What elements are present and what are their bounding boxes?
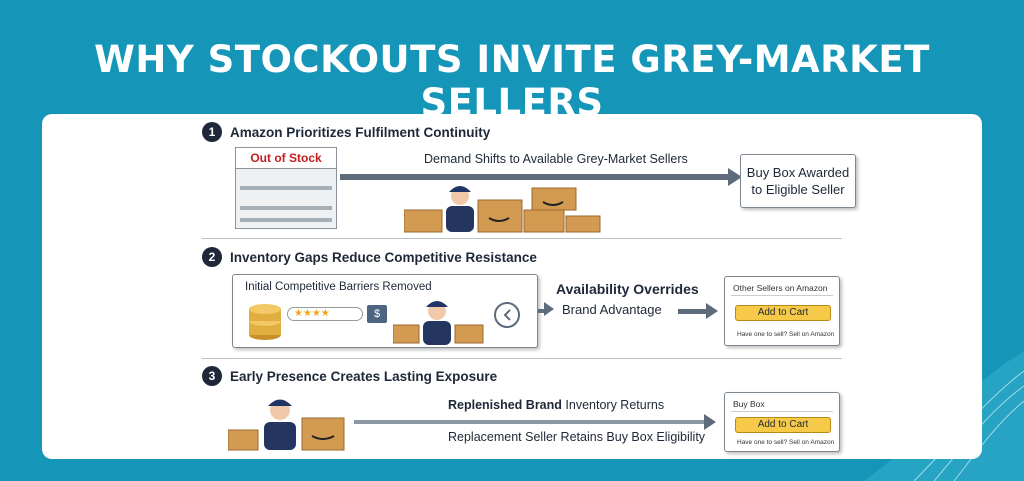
step-3-title: Early Presence Creates Lasting Exposure [230, 368, 498, 384]
step-2-heading: 2 Inventory Gaps Reduce Competitive Resi… [202, 247, 537, 267]
step-1-heading: 1 Amazon Prioritizes Fulfilment Continui… [202, 122, 490, 142]
page-title: WHY STOCKOUTS INVITE GREY-MARKET SELLERS [94, 38, 930, 124]
connector-arrow-a [538, 309, 546, 313]
rating-stars: ★★★★ [294, 308, 330, 319]
step-3-heading: 3 Early Presence Creates Lasting Exposur… [202, 366, 497, 386]
coin-stack-icon [249, 304, 281, 340]
other-sellers-header: Other Sellers on Amazon [733, 283, 828, 293]
step-2-title: Inventory Gaps Reduce Competitive Resist… [230, 249, 537, 265]
seller-with-boxes-icon [404, 186, 601, 233]
replenished-brand-bold: Replenished Brand [448, 398, 562, 412]
add-to-cart-button-2[interactable]: Add to Cart [735, 417, 831, 433]
demand-arrow-head [728, 168, 742, 186]
step-3-number: 3 [202, 366, 222, 386]
connector-arrow-a-head [544, 302, 554, 316]
replenished-inventory-text: Replenished Brand Inventory Returns [448, 398, 664, 412]
add-to-cart-button[interactable]: Add to Cart [735, 305, 831, 321]
diagram-panel: 1 Amazon Prioritizes Fulfilment Continui… [42, 114, 982, 459]
buy-box-awarded-line2: to Eligible Seller [751, 182, 845, 197]
divider-1 [202, 238, 842, 239]
other-sellers-box: Other Sellers on Amazon Add to Cart Have… [724, 276, 840, 346]
seller-with-boxes-icon-3 [228, 399, 345, 451]
step-2-number: 2 [202, 247, 222, 267]
buy-box-awarded-box: Buy Box Awarded to Eligible Seller [740, 154, 856, 208]
buy-box-panel: Buy Box Add to Cart Have one to sell? Se… [724, 392, 840, 452]
rating-bar: ★★★★ [287, 307, 363, 321]
inventory-returns-text: Inventory Returns [565, 398, 665, 412]
step-1-number: 1 [202, 122, 222, 142]
step-1-title: Amazon Prioritizes Fulfilment Continuity [230, 124, 491, 140]
brand-advantage-text: Brand Advantage [562, 302, 662, 317]
exposure-arrow-head [704, 414, 716, 430]
barriers-label: Initial Competitive Barriers Removed [245, 281, 432, 293]
price-tag-icon: $ [367, 305, 387, 323]
buy-box-awarded-line1: Buy Box Awarded [746, 165, 850, 180]
seller-with-boxes-icon-2 [393, 301, 520, 345]
demand-shift-label: Demand Shifts to Available Grey-Market S… [424, 152, 688, 166]
sell-on-amazon-note: Have one to sell? Sell on Amazon [737, 331, 835, 338]
barriers-panel: Initial Competitive Barriers Removed ★★★… [232, 274, 538, 348]
availability-overrides-text: Availability Overrides [556, 281, 699, 297]
connector-arrow-b [678, 309, 708, 314]
connector-arrow-b-head [706, 303, 718, 319]
divider-2 [202, 358, 842, 359]
buy-box-header: Buy Box [733, 399, 765, 409]
replacement-seller-text: Replacement Seller Retains Buy Box Eligi… [448, 430, 706, 444]
demand-arrow [340, 174, 730, 180]
sell-on-amazon-note-2: Have one to sell? Sell on Amazon [737, 439, 835, 446]
out-of-stock-label: Out of Stock [235, 147, 337, 169]
exposure-line [354, 420, 706, 424]
